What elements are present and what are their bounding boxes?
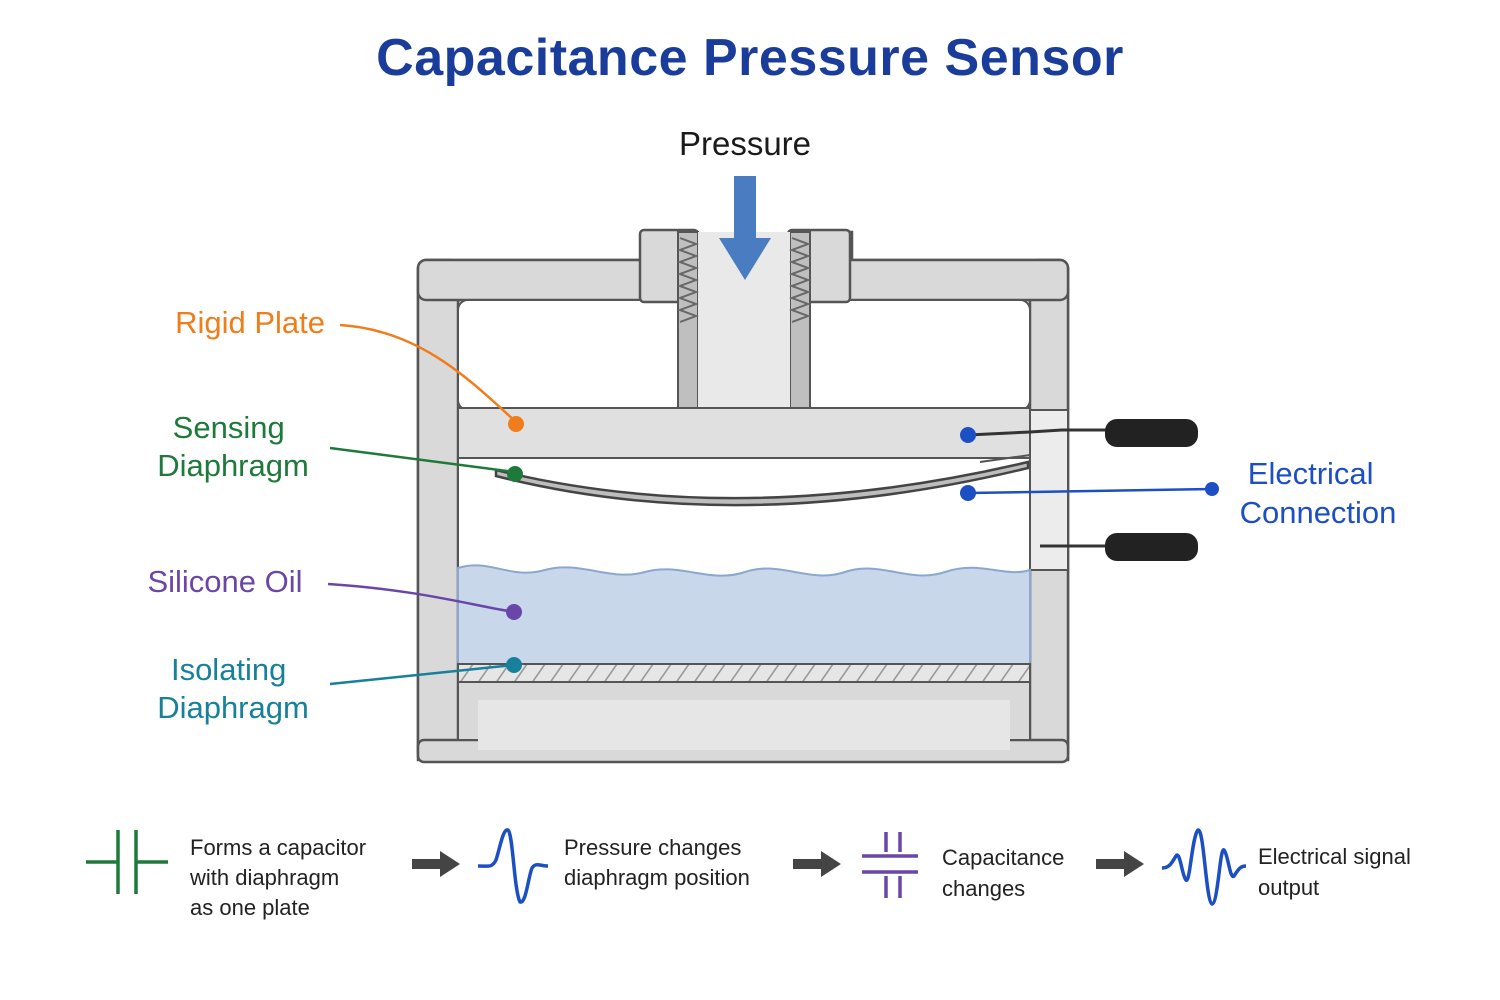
port-threads	[677, 237, 811, 323]
step-2-text: Pressure changes diaphragm position	[564, 835, 750, 890]
signal-wave-icon	[1161, 828, 1247, 906]
step-1-line1: Forms a capacitor	[190, 835, 366, 860]
pressure-label: Pressure	[679, 125, 811, 162]
capacitor-icon	[86, 830, 168, 894]
label-rigid-plate: Rigid Plate	[175, 305, 325, 340]
step-1-line3: as one plate	[190, 895, 310, 920]
label-sensing-diaphragm: Sensing Diaphragm	[157, 410, 309, 483]
connector-pin-top	[1105, 419, 1198, 447]
wave-icon	[477, 828, 549, 904]
label-isolating-line2: Diaphragm	[157, 690, 309, 725]
step-3-text: Capacitance changes	[942, 845, 1070, 901]
sensing-diaphragm	[494, 460, 1030, 507]
step-1-text: Forms a capacitor with diaphragm as one …	[189, 835, 372, 920]
process-steps: Forms a capacitor with diaphragm as one …	[86, 828, 1417, 920]
label-electrical-connection: Electrical Connection	[1240, 456, 1397, 530]
callout-sensing-diaphragm: Sensing Diaphragm	[157, 410, 523, 483]
step-4-line2: output	[1258, 875, 1319, 900]
step-3-line2: changes	[942, 876, 1025, 901]
step-4-text: Electrical signal output	[1258, 844, 1417, 900]
arrow-right-icon	[412, 851, 460, 877]
label-isolating-diaphragm: Isolating Diaphragm	[157, 652, 309, 725]
step-1-line2: with diaphragm	[189, 865, 339, 890]
silicone-oil	[457, 564, 1031, 665]
arrow-right-icon	[1096, 851, 1144, 877]
isolating-diaphragm	[457, 663, 1031, 683]
label-isolating-line1: Isolating	[171, 652, 286, 687]
step-2-line2: diaphragm position	[564, 865, 750, 890]
label-electrical-line1: Electrical	[1248, 456, 1374, 491]
step-4-line1: Electrical signal	[1258, 844, 1411, 869]
arrow-right-icon	[793, 851, 841, 877]
connector-pin-bottom	[1105, 533, 1198, 561]
step-2-line1: Pressure changes	[564, 835, 741, 860]
pressure-arrow	[719, 176, 771, 280]
callout-electrical-connection: Electrical Connection	[960, 427, 1396, 530]
callout-silicone-oil: Silicone Oil	[147, 564, 522, 620]
callout-isolating-diaphragm: Isolating Diaphragm	[157, 652, 522, 725]
label-silicone-oil: Silicone Oil	[147, 564, 302, 599]
rigid-plate	[457, 407, 1031, 459]
electrical-leads	[967, 419, 1198, 561]
callout-rigid-plate: Rigid Plate	[175, 305, 524, 432]
variable-capacitor-icon	[862, 832, 918, 898]
label-sensing-line2: Diaphragm	[157, 448, 309, 483]
page-title: Capacitance Pressure Sensor	[376, 29, 1124, 87]
step-3-line1: Capacitance	[942, 845, 1064, 870]
label-electrical-line2: Connection	[1240, 495, 1397, 530]
label-sensing-line1: Sensing	[173, 410, 285, 445]
